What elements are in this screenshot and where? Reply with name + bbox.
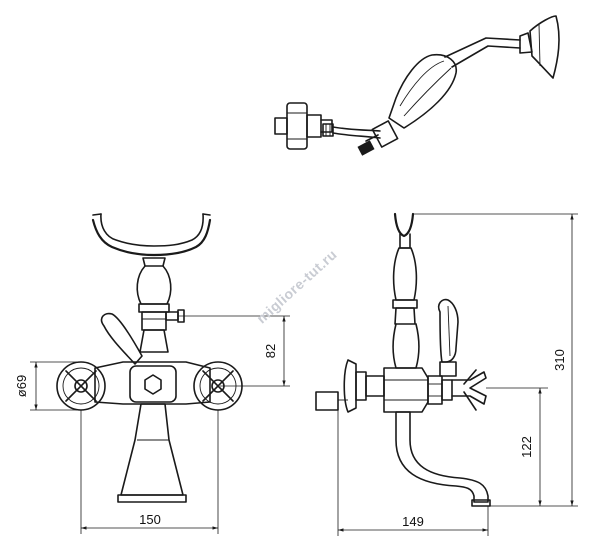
- side-view-drawing: [315, 212, 491, 507]
- dimension-label-handle-height: 82: [263, 344, 278, 358]
- dimension-label-total-height: 310: [552, 349, 567, 371]
- dimension-label-width-front: 150: [139, 512, 161, 527]
- watermark-text: migliore-tut.ru: [253, 246, 340, 326]
- dimension-lines: [30, 213, 578, 536]
- dimension-label-diameter: ø69: [14, 375, 29, 397]
- front-view-drawing: [56, 213, 243, 503]
- dimension-label-spout-height: 122: [519, 436, 534, 458]
- hand-shower-drawing: [274, 15, 560, 156]
- dimension-label-depth-side: 149: [402, 514, 424, 529]
